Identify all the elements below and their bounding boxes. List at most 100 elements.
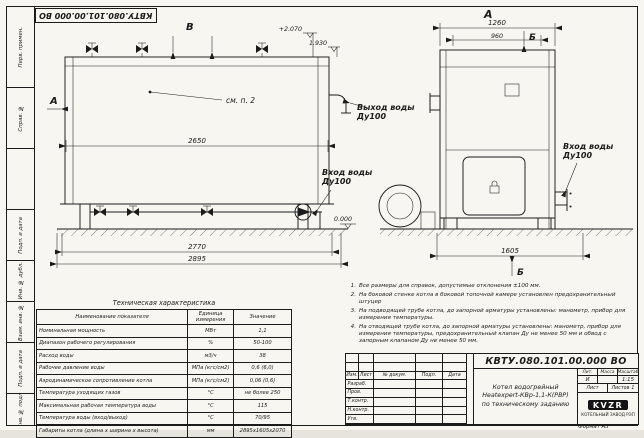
tb-empty-cell	[443, 415, 467, 424]
sheets-value: 1	[631, 385, 635, 391]
spec-row: Температура уходящих газов °С не более 2…	[35, 386, 292, 400]
tb-empty-cell	[416, 380, 443, 389]
notes-list: 1. Все размеры для справок, допустимые о…	[347, 283, 634, 347]
spec-cell: Диапазон рабочего регулирования	[35, 336, 189, 350]
spec-row: Расход воды м3/ч 38	[35, 349, 292, 363]
tb-role-label: Утв.	[346, 415, 374, 424]
tb-empty-cell	[346, 362, 359, 372]
spec-cell: м3/ч	[187, 349, 235, 363]
tb-empty-cell	[443, 397, 467, 407]
dim-2650-label: 2650	[188, 137, 206, 145]
note-text: На отводящей трубе котла, до запорной ар…	[359, 323, 621, 345]
spec-cell: Расход воды	[35, 349, 189, 363]
tech-spec-title: Техническая характеристика	[112, 299, 216, 307]
strip-cell: Подп. и дата	[7, 343, 34, 394]
spec-cell: Температура воды (вход/выход)	[35, 411, 189, 425]
sheet-label: Лист	[586, 385, 599, 391]
dimension-2770: 2770	[55, 233, 339, 256]
level-top-label: +2.070	[279, 26, 302, 33]
section-b-markers: Б Б	[509, 31, 536, 278]
dimension-1605: 1605	[430, 233, 590, 260]
sheets-cell: Листов 1	[608, 384, 638, 392]
sheet-cell: Лист	[578, 384, 608, 392]
spec-cell: Габариты котла (длина х ширина х высота)	[35, 424, 189, 438]
tb-empty-cell	[359, 362, 374, 372]
spec-cell: МПа (кгс/см2)	[187, 374, 235, 388]
title-block: Изм. Лист № докум. Подп. Дата Разраб. Пр…	[345, 353, 639, 425]
valve-icon	[86, 42, 98, 57]
tb-role-label: Н.контр.	[346, 406, 374, 416]
product-name-line3: по техническому заданию	[481, 400, 570, 408]
tb-empty-cell	[443, 406, 467, 416]
spec-row: Температура воды (вход/выход) °С 70/95	[35, 411, 292, 425]
pump-icon	[294, 203, 312, 221]
spec-cell: 0,6 (6,0)	[233, 361, 292, 375]
corner-stamp: КВТУ.080.101.00.000 ВО	[34, 7, 157, 23]
ground-line	[57, 228, 633, 236]
valve-icon	[127, 205, 139, 216]
tb-col-header: Подп.	[416, 371, 443, 381]
spec-cell: °С	[187, 411, 235, 425]
note-item: 1. Все размеры для справок, допустимые о…	[347, 283, 634, 290]
spec-cell: мм	[187, 424, 235, 438]
tb-empty-cell	[374, 397, 416, 407]
tb-col-header: Изм.	[346, 371, 359, 381]
tb-role-label: Пров.	[346, 389, 374, 398]
spec-row: Аэродинамическое сопротивление котла МПа…	[35, 374, 292, 388]
note-number: 3.	[350, 307, 356, 314]
tb-empty-cell	[416, 415, 443, 424]
inlet-left-label: Вход воды Ду100	[322, 168, 372, 186]
spec-cell: 70/95	[233, 411, 292, 425]
spec-cell: 115	[233, 399, 292, 413]
see-note-callout: см. п. 2	[148, 90, 255, 105]
dim-1260-label: 1260	[488, 19, 506, 27]
spec-row: Диапазон рабочего регулирования % 50-100	[35, 336, 292, 350]
section-b-bottom-label: Б	[517, 268, 524, 278]
company-name: КОТЕЛЬНЫЙ ЗАВОД РЭП	[581, 411, 635, 417]
dim-2770-label: 2770	[188, 243, 206, 251]
tb-empty-cell	[359, 354, 374, 363]
dimension-1260: 1260	[433, 19, 562, 46]
spec-header-cell: Единица измерения	[187, 309, 235, 325]
spec-row: Габариты котла (длина х ширина х высота)…	[35, 424, 292, 438]
tb-empty-cell	[416, 389, 443, 398]
see-note-label: см. п. 2	[226, 96, 255, 105]
spec-cell: °С	[187, 386, 235, 400]
mass-value	[598, 375, 618, 383]
boiler-front-view	[429, 49, 572, 230]
inlet-left-arrow	[312, 189, 332, 217]
document-number: КВТУ.080.101.00.000 ВО	[474, 354, 638, 369]
scale-value: 1:15	[618, 375, 638, 383]
spec-cell: 2895х1605х2070	[233, 424, 292, 438]
tb-role-label: Разраб.	[346, 380, 374, 389]
tb-empty-cell	[346, 354, 359, 363]
burner-icon	[378, 184, 436, 230]
lit-mass-scale-grid: Лит. Масса Масштаб И 1:15	[578, 369, 638, 384]
dimension-2895: 2895	[50, 233, 348, 268]
title-block-signature-grid: Изм. Лист № докум. Подп. Дата Разраб. Пр…	[346, 354, 474, 424]
tb-empty-cell	[374, 406, 416, 416]
spec-cell: 50-100	[233, 336, 292, 350]
corner-stamp-text: КВТУ.080.101.00.000 ВО	[38, 10, 153, 20]
tb-empty-cell	[443, 362, 467, 372]
valve-icons	[86, 42, 268, 216]
view-a-top-label: А	[483, 8, 493, 21]
inlet-right-line1: Вход воды	[563, 142, 614, 151]
tech-spec-block: Техническая характеристика Наименование …	[35, 299, 292, 438]
tb-empty-cell	[443, 380, 467, 389]
spec-cell: 38	[233, 349, 292, 363]
sheet-count-row: Лист Листов 1	[578, 384, 638, 393]
title-block-right: Лит. Масса Масштаб И 1:15 Лист Листов 1 …	[578, 369, 638, 424]
level-zero-label: 0.000	[334, 216, 352, 223]
tb-col-header: Лист	[359, 371, 374, 381]
strip-cell-spacer	[7, 149, 34, 210]
dimension-2650: 2650	[59, 137, 335, 152]
tb-col-header: Дата	[443, 371, 467, 381]
mass-label: Масса	[598, 369, 618, 375]
spec-cell: Рабочее давление воды	[35, 361, 189, 375]
spec-row: Максимальная рабочая температура воды °С…	[35, 399, 292, 413]
note-item: 2. На боковой стенке котла в боковой топ…	[347, 292, 634, 307]
